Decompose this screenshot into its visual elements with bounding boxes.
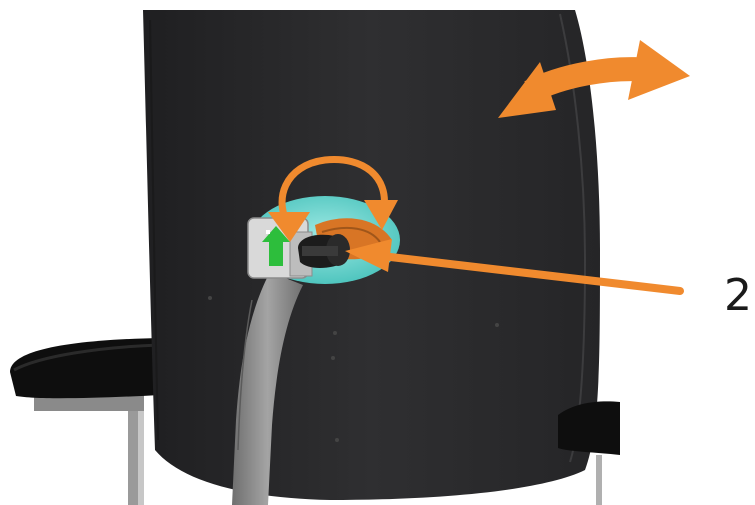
- callout-number: 2: [724, 270, 752, 322]
- left-armrest-support: [34, 395, 144, 505]
- left-armrest: [10, 338, 162, 398]
